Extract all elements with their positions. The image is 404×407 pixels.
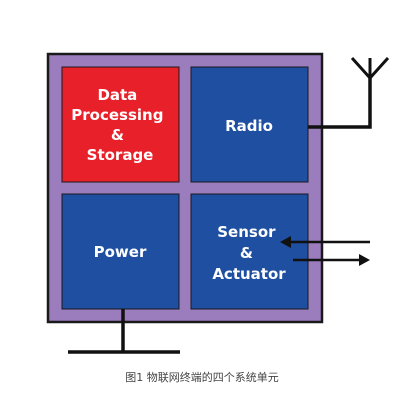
sensor-actuator-block-box [190,193,309,310]
power-line-1: Power [94,243,147,261]
power-block: Power [61,193,180,310]
radio-block: Radio [190,66,309,183]
antenna-feed-line [308,78,372,129]
data-processing-line-3: & [111,126,124,144]
data-processing-line-2: Processing [71,106,163,124]
radio-line-1: Radio [225,117,273,135]
ground-icon [68,309,180,354]
sensor-actuator-line-1: Sensor [217,223,276,241]
sensor-actuator-line-2: & [240,244,253,262]
antenna-left-element [350,56,372,80]
actuator-output-arrow-head [359,254,370,266]
radio-block-box [190,66,309,183]
antenna-right-element [368,56,390,80]
data-processing-storage-block: Data Processing & Storage [61,66,180,183]
actuator-output-arrow [293,254,370,266]
sensor-actuator-block: Sensor & Actuator [190,193,309,310]
radio-label: Radio [225,117,273,135]
sensor-actuator-line-3: Actuator [212,265,286,283]
data-processing-line-4: Storage [87,146,154,164]
data-processing-line-1: Data [97,86,137,104]
sensor-input-arrow-head [280,236,291,248]
sensor-actuator-label: Sensor & Actuator [212,223,286,283]
power-label: Power [94,243,147,261]
power-block-box [61,193,180,310]
data-processing-block-box [61,66,180,183]
data-processing-label: Data Processing & Storage [71,86,168,164]
sensor-input-arrow [280,236,370,248]
figure-caption: 图1 物联网终端的四个系统单元 [125,371,279,384]
antenna-icon [308,56,390,129]
